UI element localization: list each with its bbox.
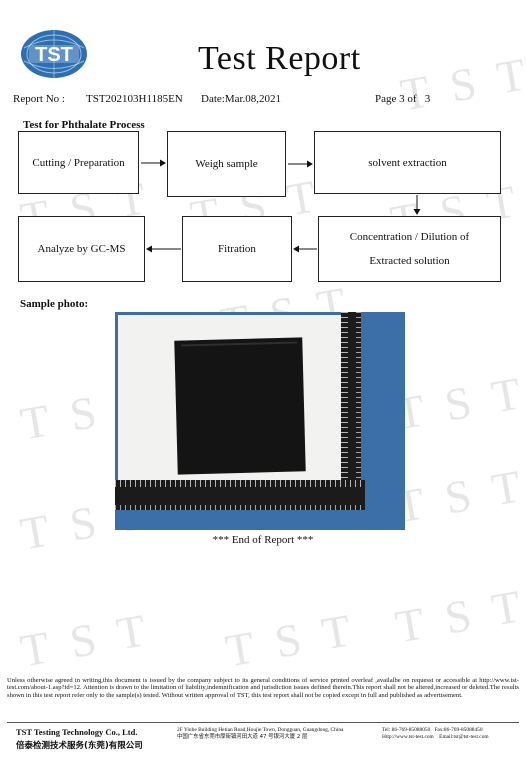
arrow-right-icon	[141, 159, 166, 167]
footer-divider	[7, 722, 519, 723]
arrow-left-icon	[293, 245, 317, 253]
step-filtration: Fitration	[182, 216, 292, 282]
arrow-right-icon	[288, 160, 313, 168]
company-address-cn: 中国广东省东莞市厚街镇河田大道 47 号银河大厦 2 层	[177, 734, 308, 740]
sample-photo-label: Sample photo:	[20, 298, 89, 310]
step-cutting-preparation: Cutting / Preparation	[18, 131, 139, 194]
page-number: Page 3 of 3	[375, 93, 431, 105]
contact-phone-fax: Tel: 86-769-85088050 Fax:86-769-85088450	[382, 727, 483, 734]
step-concentration-dilution: Concentration / Dilution of Extracted so…	[318, 216, 501, 282]
step-solvent-extraction: solvent extraction	[314, 131, 501, 194]
step-label: Fitration	[218, 243, 256, 255]
company-name-cn: 倍泰检测技术服务(东莞)有限公司	[16, 741, 143, 751]
svg-text:TST: TST	[35, 44, 73, 66]
step-label: Analyze by GC-MS	[37, 243, 126, 255]
report-date: Date:Mar.08,2021	[201, 93, 282, 105]
tel-text: Tel: 86-769-85088050	[382, 727, 431, 733]
arrow-left-icon	[146, 245, 181, 253]
watermark: TST	[221, 600, 377, 677]
contact-web-email: Http://www.tst-test.com Email:tst@tst-te…	[382, 734, 489, 741]
vertical-ruler	[341, 312, 361, 510]
watermark: TST	[16, 600, 172, 677]
watermark: TST	[391, 456, 526, 533]
step-label: Cutting / Preparation	[32, 156, 125, 169]
report-no-value: TST202103H1185EN	[86, 93, 183, 105]
watermark: TST	[391, 363, 526, 440]
report-title: Test Report	[198, 40, 361, 77]
step-weigh-sample: Weigh sample	[167, 131, 286, 197]
website-link[interactable]: Http://www.tst-test.com	[382, 734, 434, 740]
sample-photo	[115, 312, 405, 530]
company-address-en: 2F Yinhe Building Hetian Road,Houjie Tow…	[177, 727, 344, 733]
report-no-label: Report No :	[13, 93, 65, 105]
company-name-en: TST Testing Technology Co., Ltd.	[16, 727, 138, 737]
step-analyze-gc-ms: Analyze by GC-MS	[18, 216, 145, 282]
step-label: solvent extraction	[368, 156, 447, 169]
watermark: TST	[396, 44, 526, 121]
watermark: TST	[391, 576, 526, 653]
horizontal-ruler	[115, 480, 365, 510]
fax-text: Fax:86-769-85088450	[434, 727, 483, 733]
process-title: Test for Phthalate Process	[23, 119, 145, 131]
disclaimer-text: Unless otherwise agreed in writing,this …	[7, 677, 519, 699]
end-of-report: *** End of Report ***	[212, 534, 314, 546]
step-label: Extracted solution	[369, 255, 450, 267]
arrow-down-icon	[413, 195, 421, 215]
black-fabric-sample	[174, 337, 306, 475]
email-link[interactable]: Email:tst@tst-test.com	[439, 734, 489, 740]
company-logo: TST	[20, 28, 88, 80]
step-label: Concentration / Dilution of	[349, 231, 470, 243]
step-label: Weigh sample	[195, 158, 258, 170]
